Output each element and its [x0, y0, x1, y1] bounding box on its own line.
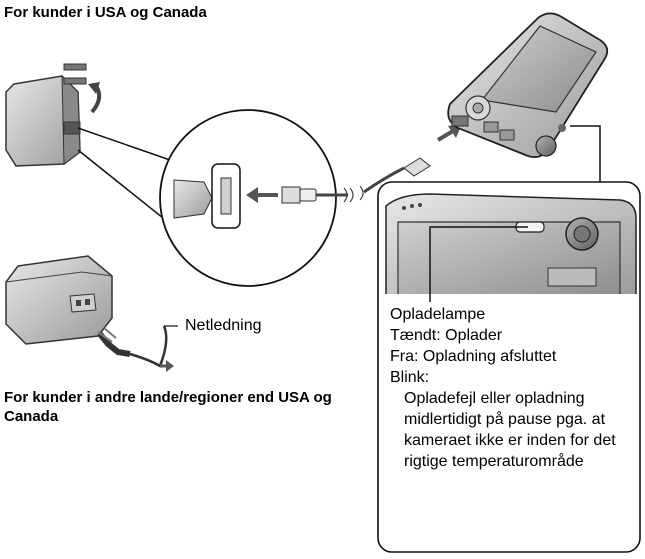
usb-cable [359, 124, 462, 201]
charge-lamp-off: Fra: Opladning afsluttet [390, 348, 557, 365]
inset-lamp-leader [429, 226, 528, 302]
us-ac-adapter [5, 63, 102, 167]
heading-usa-canada: For kunder i USA og Canada [4, 4, 207, 21]
heading-other-regions: For kunder i andre lande/regioner end US… [4, 389, 332, 425]
intl-ac-adapter [5, 255, 178, 372]
usb-port-callout [77, 109, 354, 287]
charge-lamp-blink: Blink: [390, 369, 430, 386]
charge-lamp-title: Opladelampe [390, 306, 486, 323]
charge-lamp-info: Opladelampe Tændt: Oplader Fra: Opladnin… [390, 304, 630, 472]
label-power-cord: Netledning [185, 317, 262, 334]
charge-lamp-on: Tændt: Oplader [390, 327, 503, 344]
camera [447, 12, 609, 159]
charge-lamp-blink-detail: Opladefejl eller opladning midlertidigt … [404, 390, 616, 470]
camera-closeup [385, 193, 637, 294]
lamp-leader-line [570, 125, 601, 182]
